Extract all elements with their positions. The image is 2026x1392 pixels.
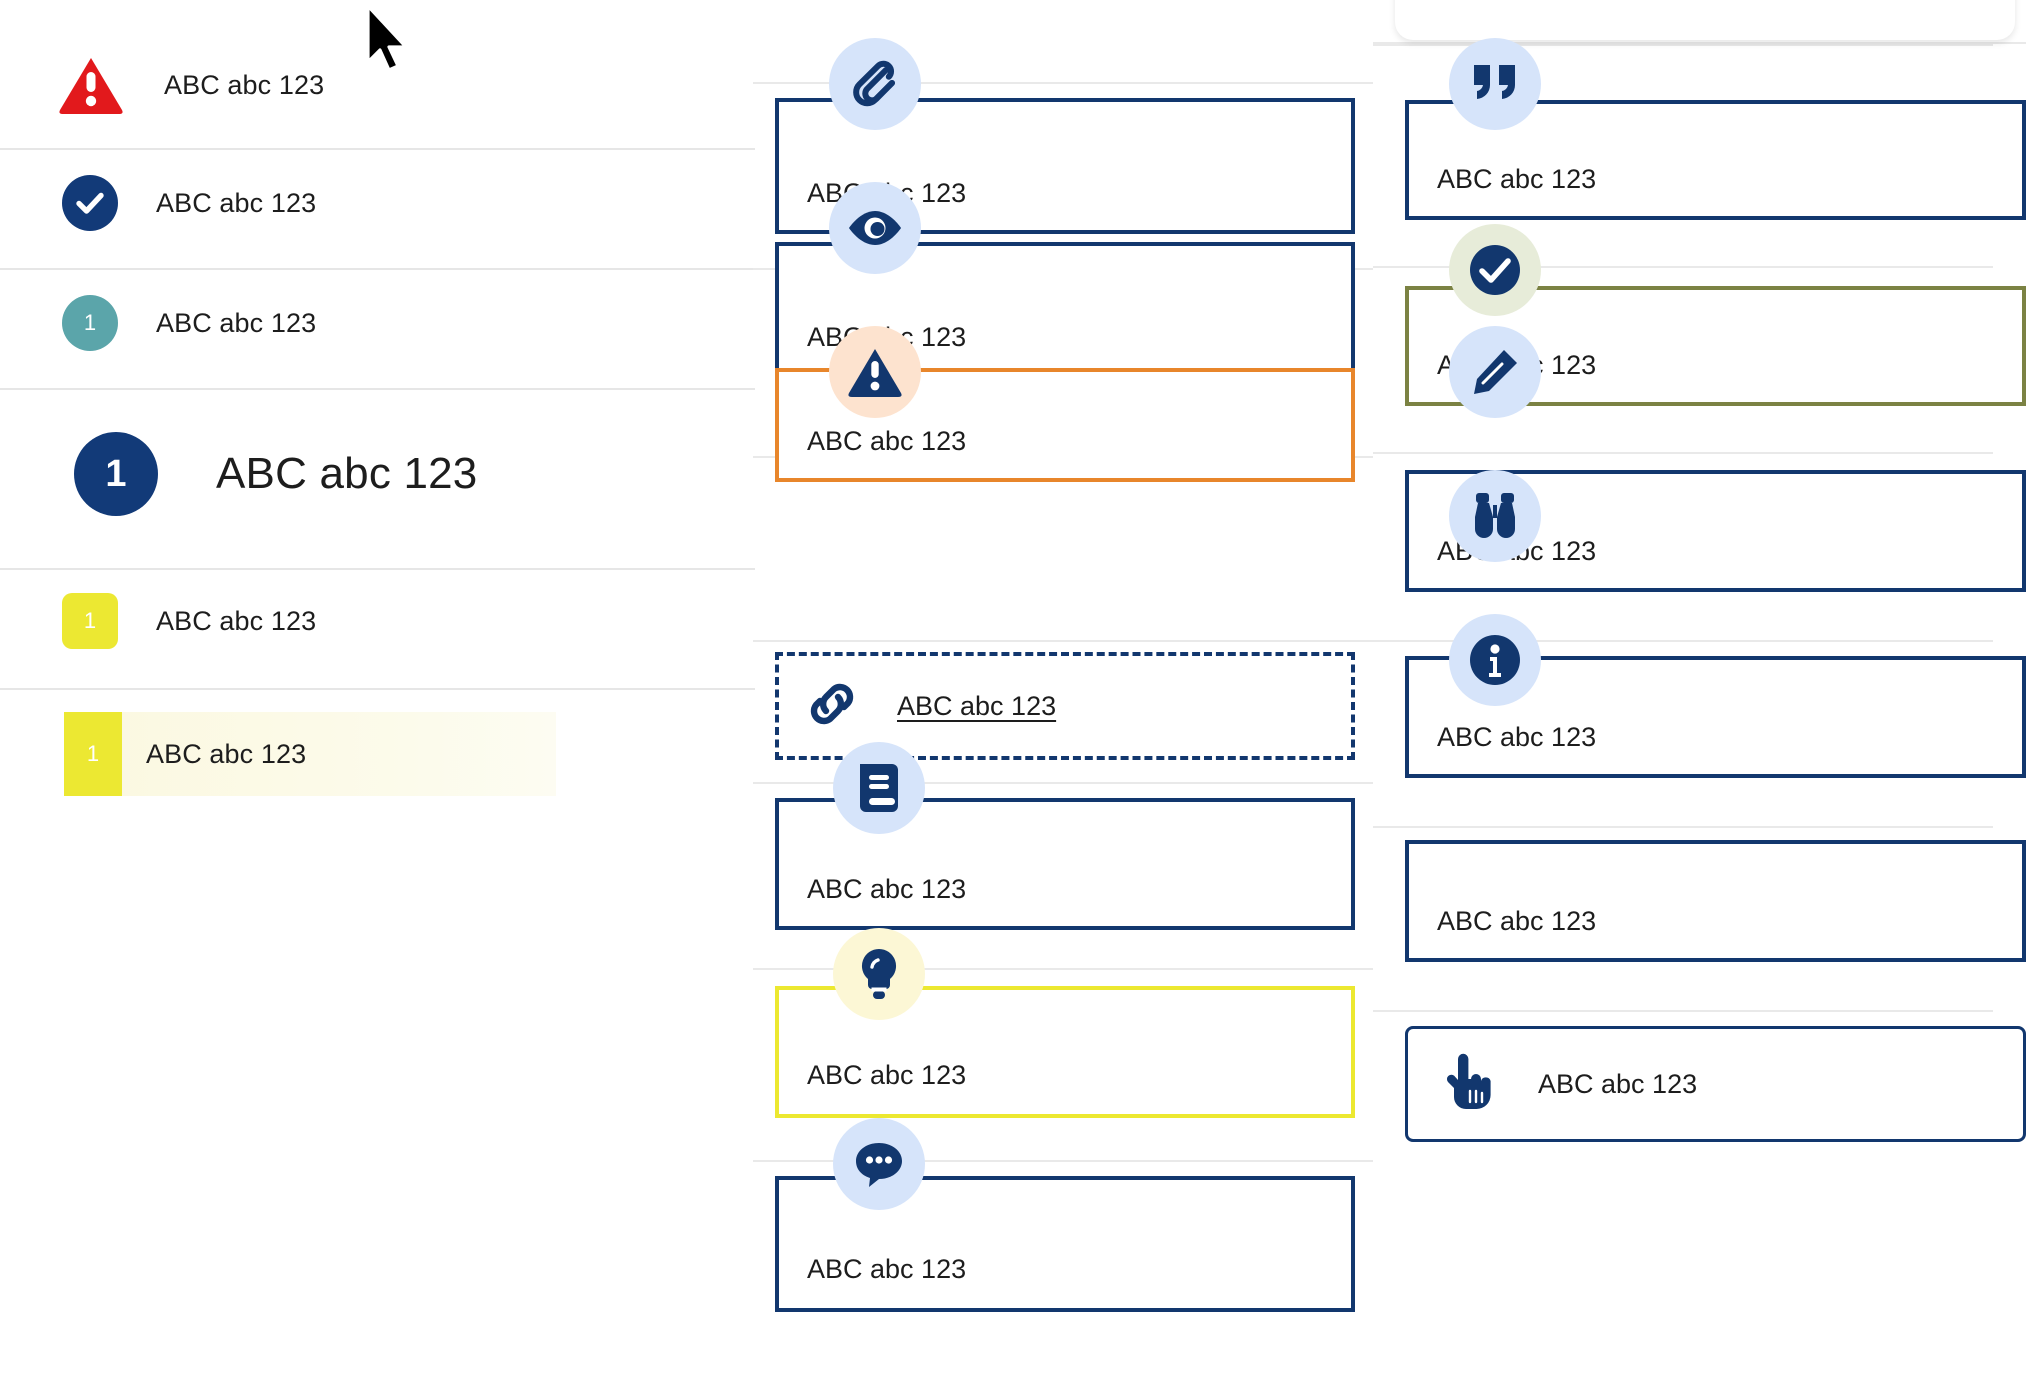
card-separator [1373, 640, 1993, 642]
badge-number: 1 [83, 310, 97, 335]
card-link-content: ABC abc 123 [779, 656, 1351, 756]
check-circle-icon [1449, 224, 1541, 316]
list-item-label: ABC abc 123 [156, 187, 317, 218]
panel-edge-line [1373, 42, 2026, 44]
floating-panel [1395, 0, 2015, 40]
warning-triangle-icon [829, 326, 921, 418]
card-separator [1373, 1010, 1993, 1012]
list-separator [0, 568, 755, 570]
card-separator [1373, 44, 1993, 46]
list-item-label: ABC abc 123 [216, 449, 478, 498]
list-item-label: ABC abc 123 [164, 69, 325, 100]
card-separator [753, 82, 1373, 84]
card-label: ABC abc 123 [807, 874, 967, 904]
list-separator [0, 268, 755, 270]
lightbulb-icon [833, 928, 925, 1020]
list-item-large[interactable]: 1 ABC abc 123 [0, 432, 829, 516]
eye-icon [829, 182, 921, 274]
list-item[interactable]: ABC abc 123 [0, 174, 817, 232]
list-item[interactable]: 1 ABC abc 123 [0, 592, 817, 650]
pencil-icon [1449, 326, 1541, 418]
number-badge-icon: 1 [74, 432, 158, 516]
card-action-label: ABC abc 123 [1538, 1068, 1698, 1099]
card-separator [1373, 826, 1993, 828]
card-info[interactable]: ABC abc 123 [1405, 840, 2026, 962]
card-separator [753, 782, 1373, 784]
card-label: ABC abc 123 [1437, 164, 1597, 194]
list-item[interactable]: 1 ABC abc 123 [0, 294, 817, 352]
card-label: ABC abc 123 [1437, 906, 1597, 936]
link-icon [803, 675, 861, 738]
quote-icon [1449, 38, 1541, 130]
card-link-label[interactable]: ABC abc 123 [897, 690, 1057, 721]
number-badge-icon: 1 [62, 593, 118, 649]
number-badge-icon: 1 [62, 295, 118, 351]
list-item-label: ABC abc 123 [146, 738, 307, 769]
card-label: ABC abc 123 [807, 426, 967, 456]
book-icon [833, 742, 925, 834]
list-item-label: ABC abc 123 [156, 605, 317, 636]
list-item-selected[interactable]: 1 ABC abc 123 [64, 712, 556, 796]
info-circle-icon [1449, 614, 1541, 706]
card-action[interactable]: ABC abc 123 [1405, 1026, 2026, 1142]
card-label: ABC abc 123 [807, 1060, 967, 1090]
mouse-pointer-icon [363, 4, 415, 78]
card-separator [753, 968, 1373, 970]
warning-triangle-icon [58, 56, 124, 114]
pointing-hand-icon [1444, 1053, 1494, 1116]
list-separator [0, 388, 755, 390]
check-circle-icon [62, 175, 118, 231]
badge-number: 1 [105, 452, 127, 495]
card-label: ABC abc 123 [1437, 722, 1597, 752]
binoculars-icon [1449, 470, 1541, 562]
left-list-panel: ABC abc 123 ABC abc 123 1 ABC abc 123 1 … [0, 0, 755, 1392]
list-item[interactable]: ABC abc 123 [0, 54, 813, 116]
list-separator [0, 688, 755, 690]
list-separator [0, 148, 755, 150]
card-action-content: ABC abc 123 [1408, 1029, 2023, 1139]
card-link[interactable]: ABC abc 123 [775, 652, 1355, 760]
card-separator [753, 1160, 1373, 1162]
card-separator [753, 640, 1373, 642]
paperclip-icon [829, 38, 921, 130]
card-separator [1373, 266, 1993, 268]
card-label: ABC abc 123 [807, 1254, 967, 1284]
chat-bubble-icon [833, 1118, 925, 1210]
list-item-label: ABC abc 123 [156, 307, 317, 338]
badge-number: 1 [83, 608, 97, 633]
number-badge-icon: 1 [64, 712, 122, 796]
card-separator [1373, 452, 1993, 454]
badge-number: 1 [86, 741, 100, 766]
